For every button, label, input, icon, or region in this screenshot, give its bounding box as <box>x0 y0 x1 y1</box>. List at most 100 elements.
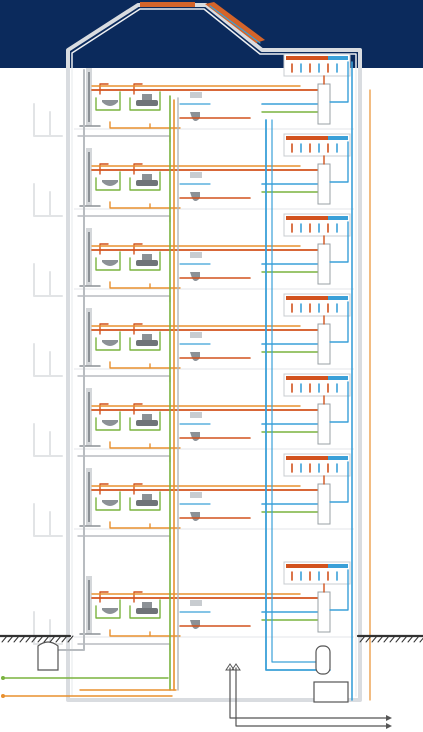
cold-riser-2 <box>271 119 325 663</box>
circ-return <box>109 201 181 209</box>
urinal-bowl <box>190 112 200 121</box>
green-supply <box>95 331 121 351</box>
cold-riser <box>265 119 331 671</box>
ground-hatch <box>413 635 420 643</box>
urinal-icon <box>190 252 202 258</box>
green-supply <box>95 599 121 619</box>
unit-hot-bar <box>286 456 334 460</box>
waste-line <box>77 295 171 303</box>
ground-hatch <box>19 635 26 643</box>
unit-hot-bar <box>286 216 334 220</box>
washbasin-icon <box>102 102 118 106</box>
floor-5 <box>33 213 354 303</box>
washbasin-icon <box>102 502 118 506</box>
green-supply <box>129 171 161 191</box>
tank-cold-loop <box>329 221 349 263</box>
washbasin-rim <box>102 340 118 342</box>
storage-tank-icon <box>317 323 331 365</box>
arrow-icon <box>386 715 392 721</box>
pipe-end <box>1 694 5 698</box>
washbasin-icon <box>102 182 118 186</box>
green-supply <box>95 91 121 111</box>
floor-3 <box>33 373 354 463</box>
urinal-bowl <box>190 432 200 441</box>
ground-hatch <box>1 635 8 643</box>
unit-cold-bar <box>328 456 348 460</box>
washbasin-rim <box>102 500 118 502</box>
storage-tank-icon <box>317 163 331 205</box>
ground-hatch <box>359 635 366 643</box>
waste-line <box>77 375 171 383</box>
toilet-icon <box>136 100 158 106</box>
floor-slab <box>74 368 354 370</box>
pipe-end <box>1 676 5 680</box>
storage-tank-icon <box>317 83 331 125</box>
tank-cold-loop <box>329 141 349 183</box>
building-wall <box>66 3 362 702</box>
water-inlet-icon <box>231 663 241 671</box>
tank-cold-loop <box>329 61 349 103</box>
floor-slab <box>74 448 354 450</box>
green-supply <box>95 171 121 191</box>
solar-return-pipe <box>209 5 261 44</box>
storage-tank-icon <box>317 243 331 285</box>
washbasin-rim <box>102 180 118 182</box>
toilet-icon <box>136 500 158 506</box>
toilet-icon <box>136 340 158 346</box>
waste-line <box>77 535 171 543</box>
ground-hatch <box>7 635 14 643</box>
unit-cold-bar <box>328 376 348 380</box>
floor-2 <box>33 453 354 543</box>
shower-rail <box>88 152 90 202</box>
floor-4 <box>33 293 354 383</box>
unit-hot-bar <box>286 296 334 300</box>
shower-rail <box>88 312 90 362</box>
shower-rail <box>88 392 90 442</box>
ground-hatch <box>31 635 38 643</box>
shower-rail <box>88 72 90 122</box>
ground-hatch <box>13 635 20 643</box>
ground-hatch <box>365 635 372 643</box>
toilet-icon <box>136 608 158 614</box>
storage-tank-icon <box>317 403 331 445</box>
toilet-cistern <box>142 334 152 340</box>
toilet-cistern <box>142 602 152 608</box>
urinal-bowl <box>190 620 200 629</box>
green-supply <box>129 251 161 271</box>
waste-line <box>77 215 171 223</box>
rainwater-tank-icon <box>37 641 59 671</box>
floor-6 <box>33 133 354 223</box>
unit-cold-bar <box>328 136 348 140</box>
shower-rail <box>88 472 90 522</box>
building-wall-inner <box>71 8 357 697</box>
boiler-icon <box>315 645 331 675</box>
ground-hatch <box>383 635 390 643</box>
riser-pipes <box>1 61 371 701</box>
washbasin-rim <box>102 260 118 262</box>
storage-tank-icon <box>317 483 331 525</box>
washbasin-icon <box>102 610 118 614</box>
washbasin-rim <box>102 608 118 610</box>
ground-hatch <box>407 635 414 643</box>
green-supply <box>129 411 161 431</box>
waste-stub <box>33 103 63 137</box>
roof <box>140 2 265 44</box>
circ-return <box>109 521 181 529</box>
urinal-icon <box>190 412 202 418</box>
toilet-cistern <box>142 414 152 420</box>
green-supply <box>129 91 161 111</box>
ground-line <box>0 634 423 643</box>
urinal-icon <box>190 332 202 338</box>
mains-inlet-pipe <box>229 667 389 719</box>
green-supply <box>129 599 161 619</box>
mains-outlet-pipe <box>235 667 389 727</box>
waste-stub <box>33 183 63 217</box>
unit-cold-bar <box>328 216 348 220</box>
toilet-cistern <box>142 254 152 260</box>
waste-line <box>77 643 171 651</box>
toilet-icon <box>136 180 158 186</box>
storage-tank-icon <box>313 681 349 703</box>
solar-panel-icon <box>140 2 195 7</box>
